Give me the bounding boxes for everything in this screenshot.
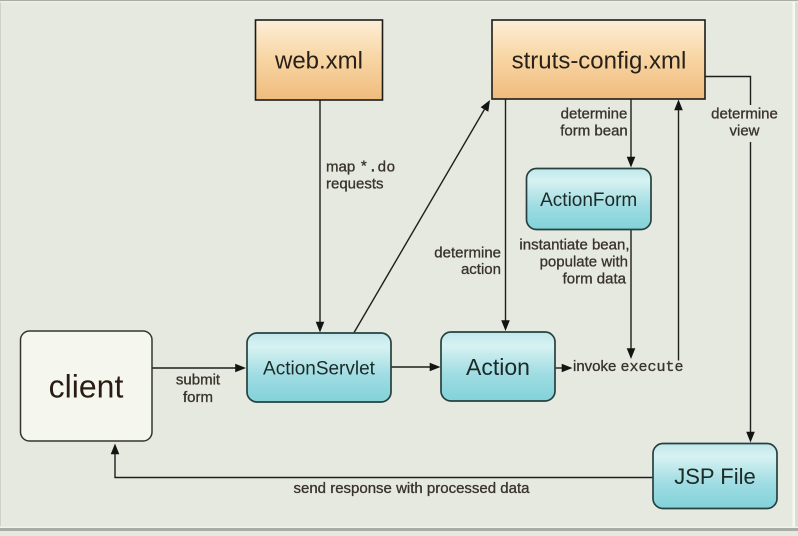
svg-text:determine: determine	[561, 106, 628, 123]
svg-text:instantiate bean,: instantiate bean,	[519, 237, 629, 254]
svg-text:client: client	[49, 369, 124, 405]
svg-text:populate with: populate with	[540, 254, 628, 271]
svg-text:requests: requests	[326, 176, 384, 193]
svg-text:map *.do: map *.do	[326, 159, 395, 177]
svg-text:determine: determine	[434, 245, 501, 262]
svg-text:send response with processed d: send response with processed data	[294, 480, 531, 497]
svg-text:form: form	[183, 389, 213, 406]
svg-text:action: action	[461, 261, 501, 278]
svg-text:invoke execute: invoke execute	[573, 358, 684, 376]
svg-text:form bean: form bean	[560, 123, 628, 140]
svg-text:submit: submit	[176, 372, 221, 389]
svg-text:JSP File: JSP File	[674, 464, 756, 489]
svg-text:struts-config.xml: struts-config.xml	[512, 48, 687, 75]
svg-text:ActionForm: ActionForm	[540, 190, 637, 211]
svg-text:web.xml: web.xml	[274, 48, 363, 75]
svg-text:determine: determine	[711, 106, 778, 123]
svg-text:form data: form data	[563, 271, 627, 288]
svg-text:ActionServlet: ActionServlet	[263, 359, 376, 380]
svg-text:Action: Action	[466, 354, 530, 380]
svg-text:view: view	[729, 123, 759, 140]
